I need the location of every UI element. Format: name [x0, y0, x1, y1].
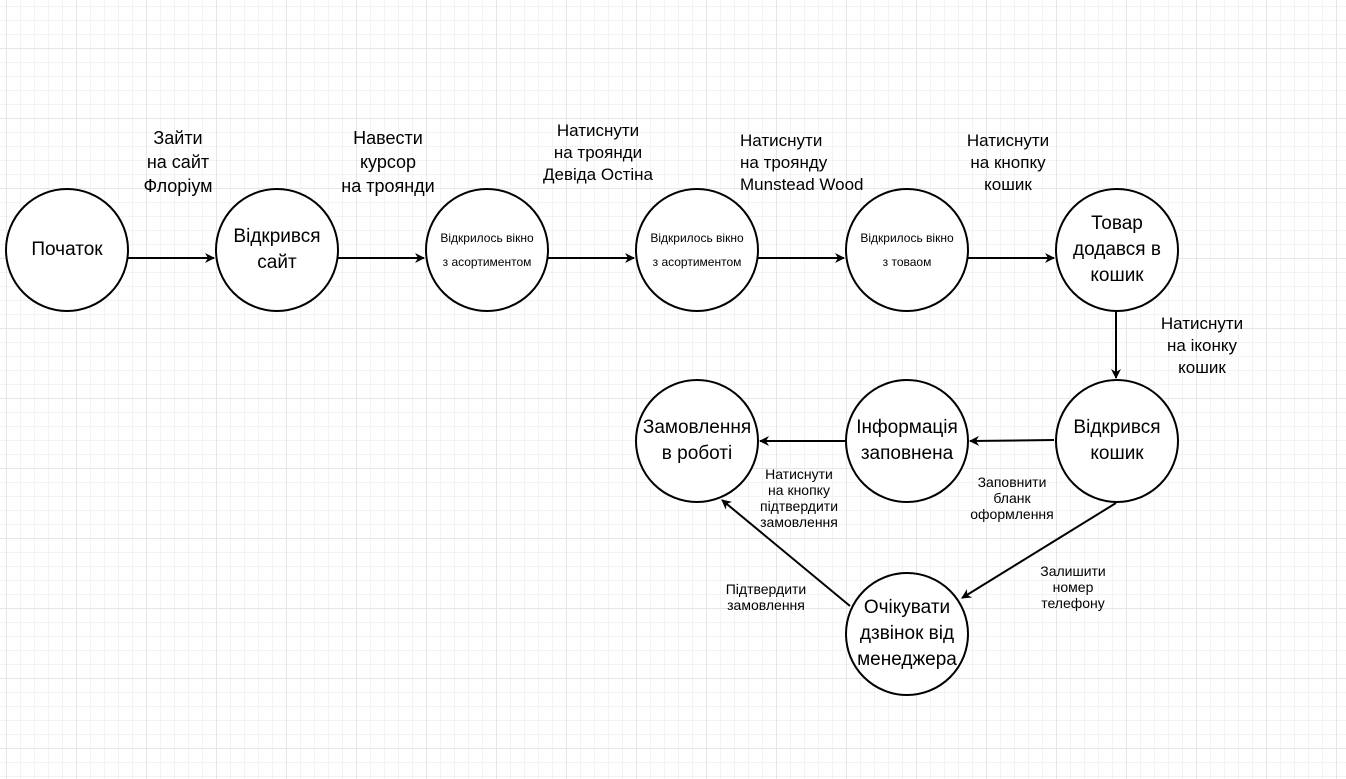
node-added-to-cart-label: Товар додався в кошик: [1073, 213, 1161, 286]
node-product-window[interactable]: Відкрилось вікно з товаом: [845, 188, 969, 312]
edge-cart-opened-to-info-filled: [969, 435, 1055, 446]
node-assortment-2-label: Відкрилось вікно з асортиментом: [650, 231, 744, 269]
edge-label-click-david-austin: Натиснути на троянди Девіда Остіна: [542, 121, 653, 184]
node-site-opened[interactable]: Відкрився сайт: [215, 188, 339, 312]
node-info-filled-label: Інформація заповнена: [856, 417, 958, 464]
node-start-label: Початок: [31, 239, 103, 260]
edge-label-go-to-site: Зайти на сайт Флоріум: [143, 128, 213, 196]
edge-label-click-cart-button: Натиснути на кнопку кошик: [966, 131, 1050, 194]
node-assortment-2[interactable]: Відкрилось вікно з асортиментом: [635, 188, 759, 312]
node-assortment-1-label: Відкрилось вікно з асортиментом: [440, 231, 534, 269]
node-site-opened-label: Відкрився сайт: [233, 226, 321, 273]
node-cart-opened-label: Відкрився кошик: [1073, 417, 1161, 464]
node-info-filled[interactable]: Інформація заповнена: [845, 379, 969, 503]
edge-label-hover-roses: Навести курсор на троянди: [341, 128, 435, 196]
node-order-in-progress[interactable]: Замовлення в роботі: [635, 379, 759, 503]
edge-label-click-munstead-wood: Натиснути на троянду Munstead Wood: [740, 131, 864, 194]
edge-await-call-to-order: [721, 499, 851, 607]
node-cart-opened[interactable]: Відкрився кошик: [1055, 379, 1179, 503]
node-order-in-progress-label: Замовлення в роботі: [642, 417, 752, 464]
node-await-call-label: Очікувати дзвінок від менеджера: [857, 597, 957, 670]
edge-label-click-cart-icon: Натиснути на іконку кошик: [1160, 314, 1244, 377]
edge-label-click-confirm-order: Натиснути на кнопку підтвердити замовлен…: [759, 466, 839, 530]
node-assortment-1[interactable]: Відкрилось вікно з асортиментом: [425, 188, 549, 312]
node-start[interactable]: Початок: [5, 188, 129, 312]
node-product-window-label: Відкрилось вікно з товаом: [860, 231, 954, 269]
node-await-call[interactable]: Очікувати дзвінок від менеджера: [845, 572, 969, 696]
edge-label-fill-form: Заповнити бланк оформлення: [970, 474, 1054, 522]
edge-cart-opened-to-await-call: [961, 502, 1117, 599]
node-added-to-cart[interactable]: Товар додався в кошик: [1055, 188, 1179, 312]
edge-label-confirm-order: Підтвердити замовлення: [725, 581, 807, 613]
edge-label-leave-phone: Залишити номер телефону: [1040, 563, 1106, 611]
